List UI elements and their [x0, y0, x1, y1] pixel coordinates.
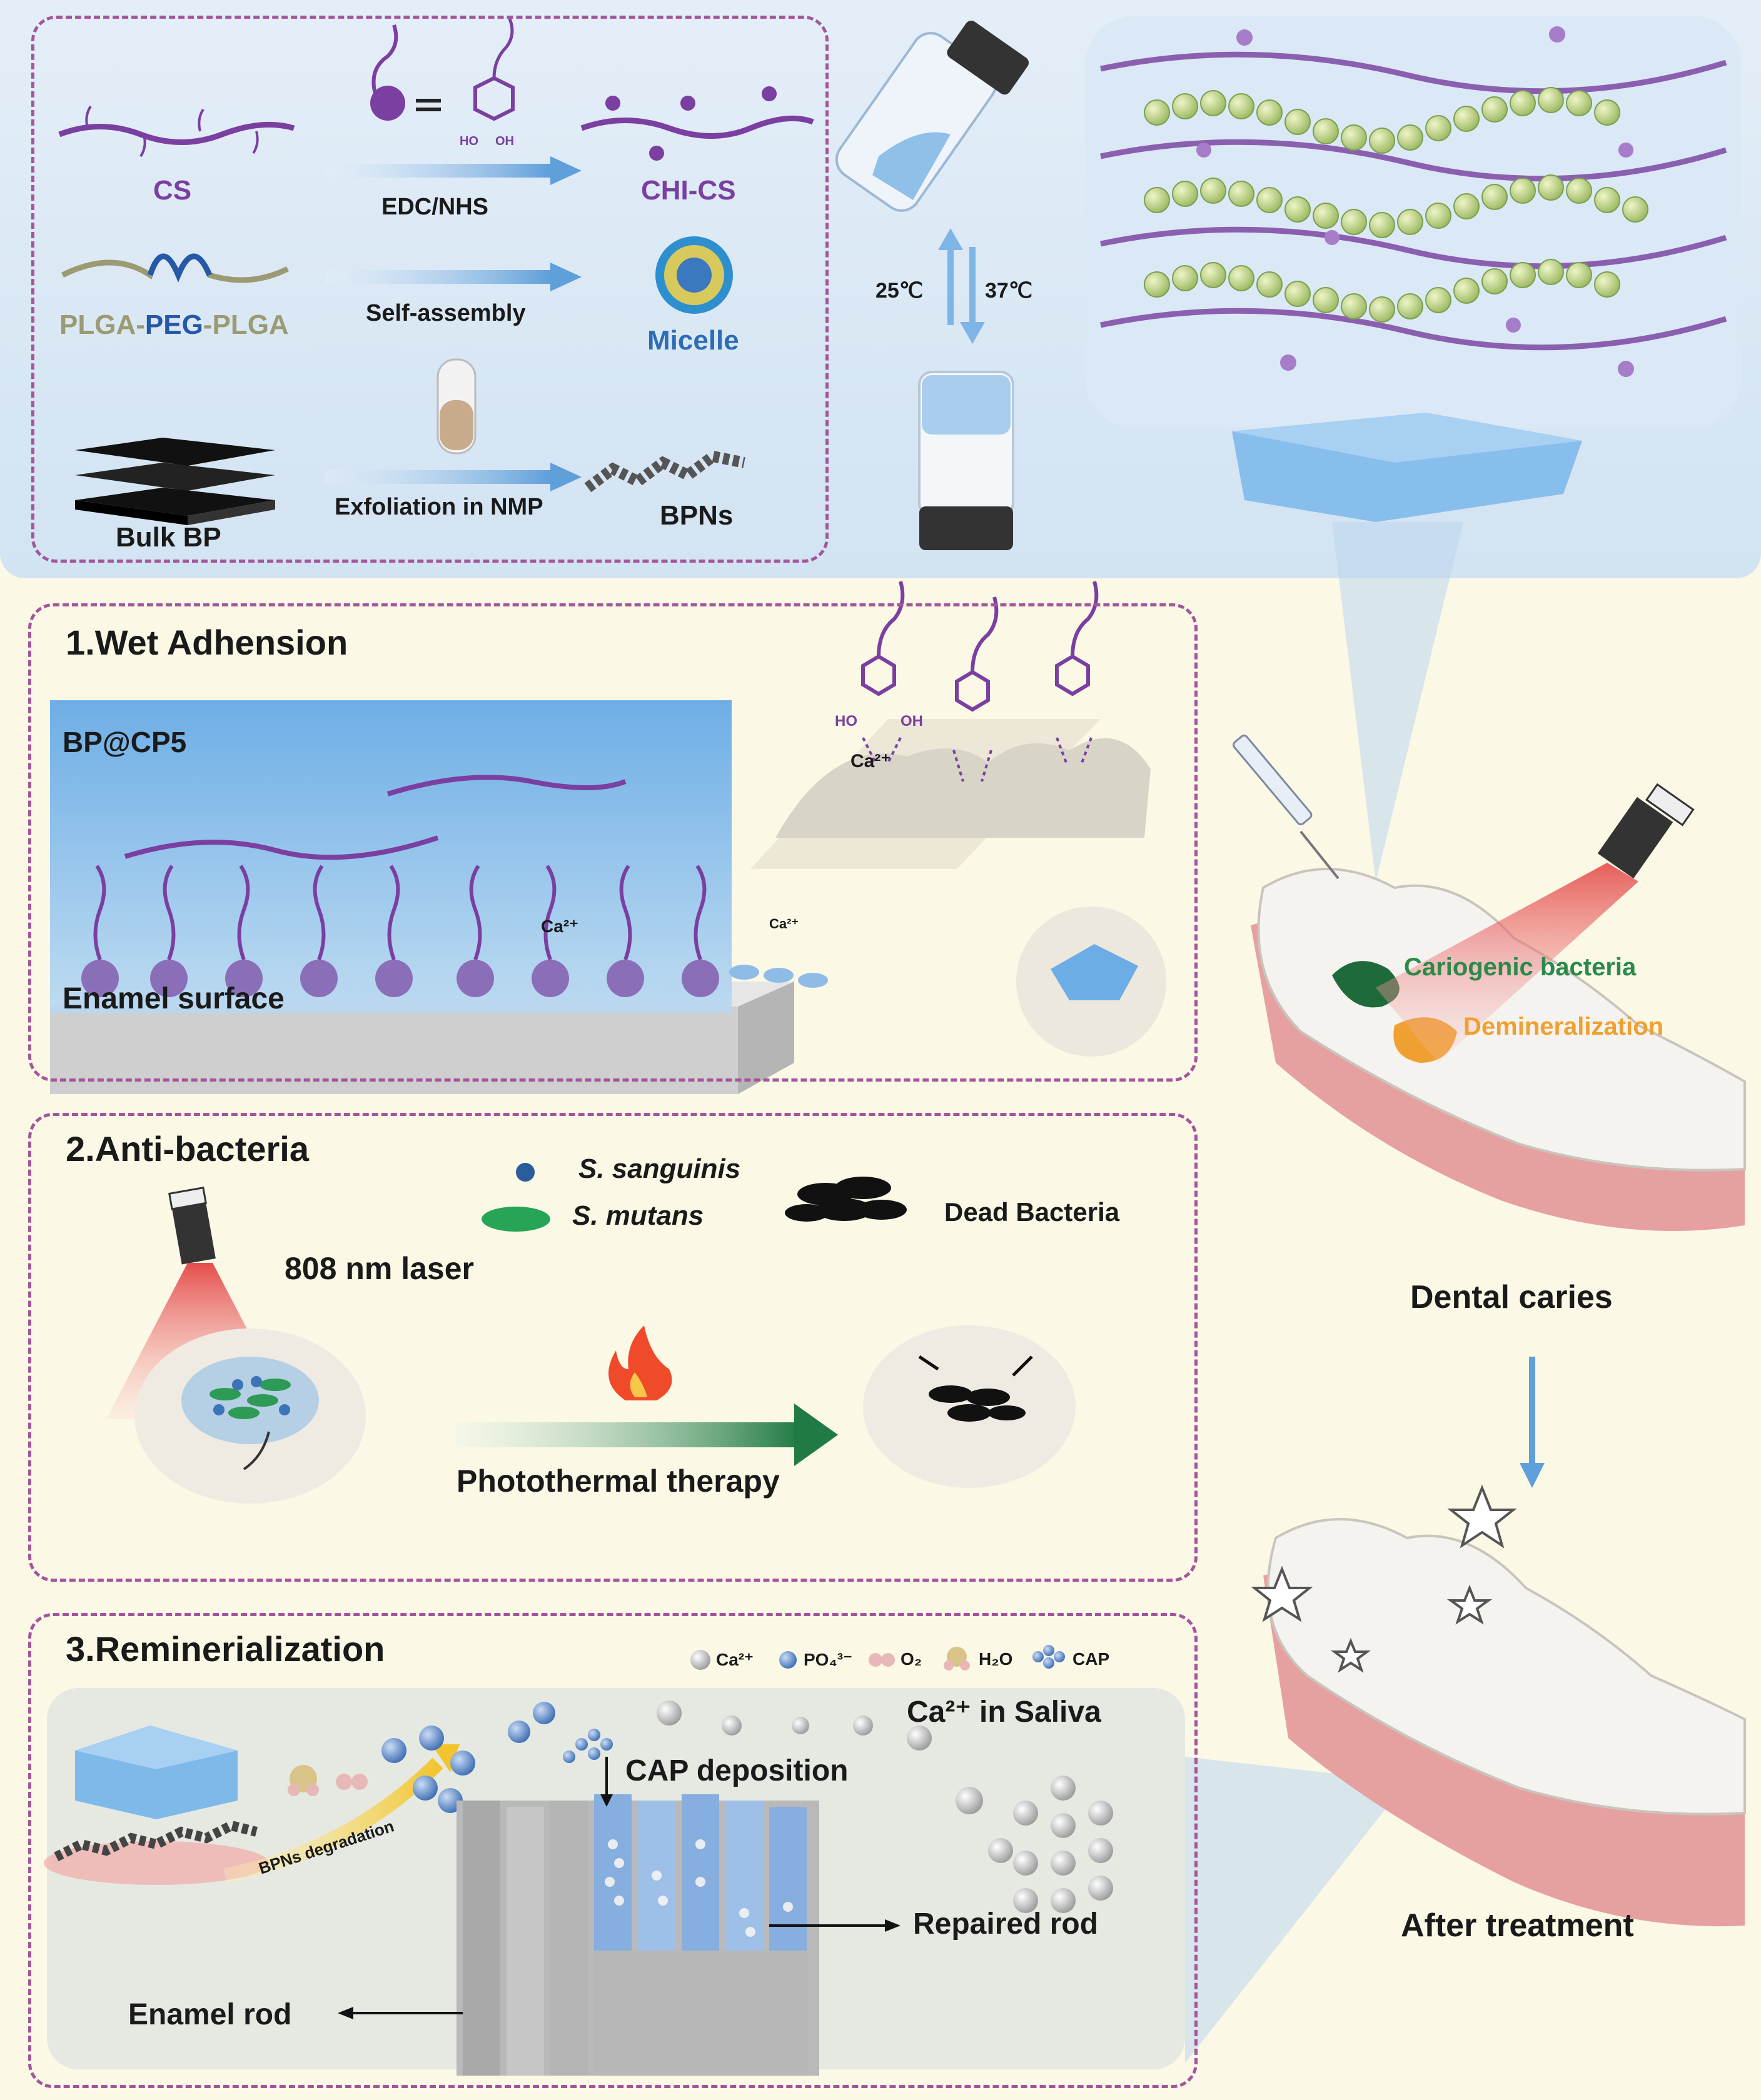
anti-bacteria-box	[28, 1113, 1198, 1582]
cap-deposition-label: CAP deposition	[625, 1754, 849, 1787]
laser-icon	[168, 1187, 216, 1265]
catechol-ho: HO	[460, 134, 478, 148]
plga-part3: -PLGA	[203, 309, 289, 340]
enamel-surface-label: Enamel surface	[63, 982, 285, 1015]
wet-adhesion-box	[28, 603, 1198, 1082]
synthesis-box	[31, 16, 829, 563]
syringe-icon	[1233, 735, 1340, 880]
zoom-ca-label: Ca²⁺	[850, 751, 891, 771]
self-assembly-label: Self-assembly	[366, 300, 526, 326]
exfoliation-label: Exfoliation in NMP	[335, 494, 543, 520]
laser-label: 808 nm laser	[285, 1251, 474, 1286]
bpns-label: BPNs	[660, 500, 734, 531]
s-mutans-label: S. mutans	[572, 1200, 704, 1231]
zoom-oh-label: OH	[901, 713, 923, 730]
plga-peg-plga-label: PLGA-PEG-PLGA	[59, 309, 289, 341]
dental-caries-label: Dental caries	[1410, 1279, 1613, 1315]
cariogenic-label: Cariogenic bacteria	[1404, 953, 1637, 981]
remineralization-title: 3.Reminerialization	[66, 1629, 385, 1669]
micelle-label: Micelle	[647, 325, 739, 356]
temp-high-label: 37℃	[985, 279, 1033, 303]
legend-ca-label: Ca²⁺	[716, 1650, 754, 1669]
plga-part2: PEG	[144, 309, 203, 340]
bulk-bp-label: Bulk BP	[116, 522, 221, 553]
legend-cap-label: CAP	[1072, 1649, 1110, 1669]
s-sanguinis-label: S. sanguinis	[578, 1153, 741, 1184]
photothermal-label: Photothermal therapy	[457, 1464, 780, 1499]
fire-icon	[608, 1325, 672, 1400]
legend-o2-label: O₂	[901, 1649, 922, 1669]
after-treatment-label: After treatment	[1401, 1907, 1634, 1944]
legend-po4-label: PO₄³⁻	[804, 1650, 852, 1669]
edc-label: EDC/NHS	[381, 194, 489, 220]
chi-cs-label: CHI-CS	[641, 175, 736, 206]
catechol-oh: OH	[495, 134, 514, 148]
anti-bacteria-title: 2.Anti-bacteria	[66, 1129, 309, 1168]
ca-ion-small-label: Ca²⁺	[769, 916, 799, 932]
repaired-rod-label: Repaired rod	[913, 1907, 1099, 1941]
demineralization-label: Demineralization	[1463, 1013, 1664, 1040]
cs-label: CS	[153, 175, 192, 206]
star-icon	[1251, 1484, 1517, 1673]
wet-adhesion-title: 1.Wet Adhension	[66, 623, 348, 662]
plga-part1: PLGA-	[59, 309, 145, 340]
vial-icon	[835, 21, 1029, 212]
dead-bacteria-label: Dead Bacteria	[944, 1197, 1120, 1227]
enamel-rod-label: Enamel rod	[128, 1998, 292, 2031]
gel-label: BP@CP5	[63, 726, 187, 758]
temp-low-label: 25℃	[875, 279, 924, 303]
ca-ion-label: Ca²⁺	[541, 917, 578, 936]
zoom-ho-label: HO	[835, 713, 857, 730]
remineralization-box	[28, 1613, 1198, 2088]
saliva-label: Ca²⁺ in Saliva	[907, 1696, 1101, 1729]
legend-h2o-label: H₂O	[979, 1649, 1013, 1669]
